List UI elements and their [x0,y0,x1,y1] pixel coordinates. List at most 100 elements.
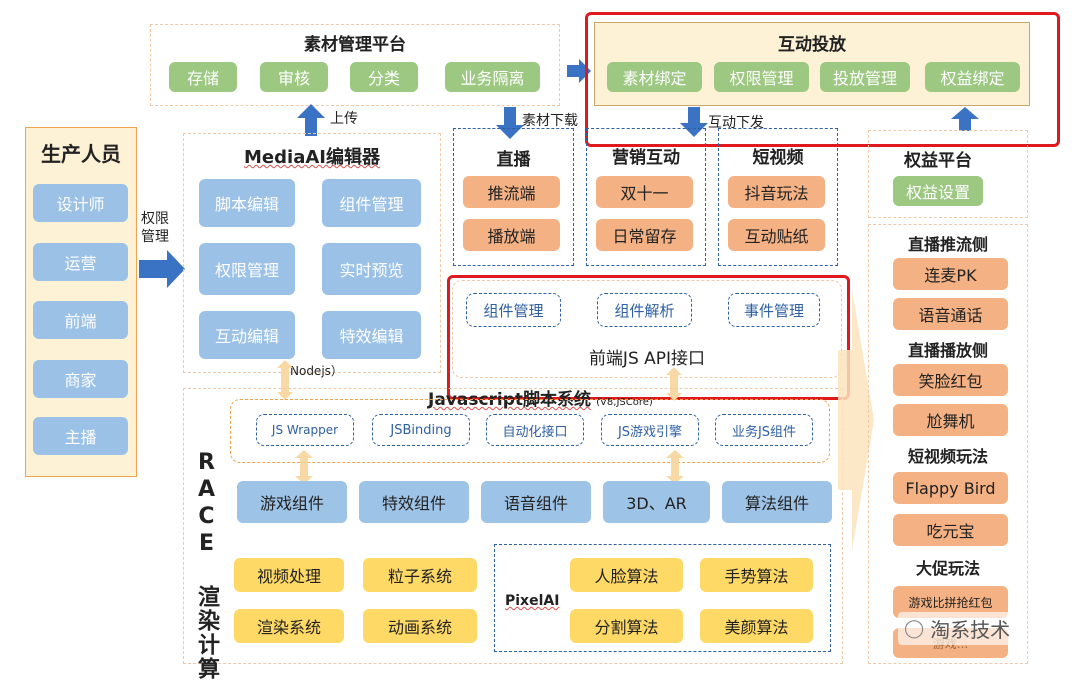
js-system-subtitle: (V8,JSCore) [596,397,653,408]
editor-title-text: MediaAI编辑器 [244,147,380,168]
pixelai-beauty: 美颜算法 [700,609,813,643]
race-panel [183,388,843,664]
material-storage: 存储 [169,62,237,92]
editor-title: MediaAI编辑器 [183,143,441,169]
pixelai-title-text: PixelAI [505,593,560,609]
material-isolation: 业务隔离 [445,62,540,92]
producer-merchant: 商家 [33,360,128,398]
js-system-panel [230,399,830,463]
race-render-system: 渲染系统 [234,609,344,643]
scenario-voice-call: 语音通话 [893,298,1008,330]
race-3d-ar: 3D、AR [603,481,710,523]
race-right-arrow [666,450,684,484]
race-left-arrow [295,450,313,484]
scenario-lianmai-pk: 连麦PK [893,258,1008,290]
wechat-icon: ◯ [904,618,925,639]
js-game-engine: JS游戏引擎 [601,414,699,446]
race-game-component: 游戏组件 [237,481,347,523]
producer-frontend: 前端 [33,301,128,339]
editor-effects: 特效编辑 [322,311,421,359]
material-classify: 分类 [350,62,418,92]
live-push: 推流端 [463,176,560,208]
upload-label: 上传 [330,111,358,127]
material-platform-title: 素材管理平台 [304,35,406,55]
producer-anchor: 主播 [33,417,128,455]
race-particle-system: 粒子系统 [363,558,477,592]
pixelai-title: PixelAI [505,590,559,609]
rights-panel [868,130,1028,218]
race-effects-component: 特效组件 [359,481,469,523]
downlink-label: 互动下发 [708,115,764,131]
pixelai-panel [494,544,831,652]
js-wrapper: JS Wrapper [256,414,354,446]
editor-panel [183,133,441,373]
js-binding: JSBinding [372,414,470,446]
delivery-management: 投放管理 [820,62,910,92]
live-play: 播放端 [463,219,560,251]
scenario-flappy-bird: Flappy Bird [893,472,1008,504]
producer-operation: 运营 [33,243,128,281]
rights-setting: 权益设置 [893,176,983,206]
race-algorithm-component: 算法组件 [722,481,832,523]
marketing-title: 营销互动 [612,148,680,168]
rights-up-arrow [951,107,979,131]
short-video-panel [718,128,838,266]
live-title: 直播 [496,150,531,170]
js-automation: 自动化接口 [486,414,584,446]
js-api-title: 前端JS API接口 [588,349,706,369]
pixelai-gesture: 手势算法 [700,558,813,592]
upload-arrow [297,104,325,136]
scenario-eat-yuanbao: 吃元宝 [893,514,1008,546]
js-api-highlight-frame [447,275,850,400]
delivery-bind-material: 素材绑定 [607,62,702,92]
js-api-component: 组件管理 [466,293,561,327]
editor-permission: 权限管理 [199,243,295,295]
scenario-promotion-title: 大促玩法 [915,559,980,578]
js-api-parse: 组件解析 [597,293,692,327]
delivery-permission: 权限管理 [714,62,809,92]
pixelai-face: 人脸算法 [570,558,683,592]
race-title: RACE 渲染计算 [193,450,223,681]
material-platform-panel [150,24,560,106]
scenario-live-play-title: 直播播放侧 [907,341,988,360]
js-api-panel [452,280,842,378]
editor-js-arrow [277,360,293,400]
scenarios-panel [868,224,1028,664]
producers-title: 生产人员 [41,142,121,166]
scenario-dance-machine: 尬舞机 [893,404,1008,436]
js-system-title-text: Javascript脚本系统 [428,390,592,410]
js-api-event: 事件管理 [728,293,820,327]
download-label: 素材下载 [522,113,578,129]
delivery-highlight-frame [585,12,1060,147]
marketing-retention: 日常留存 [596,219,693,251]
downlink-arrow [680,107,708,137]
short-video-douyin: 抖音玩法 [728,176,825,208]
permission-label: 权限 管理 [141,211,169,245]
scenario-short-video-title: 短视频玩法 [907,447,988,466]
editor-interactive: 互动编辑 [199,311,295,359]
short-video-title: 短视频 [752,148,804,168]
editor-nodejs: （Nodejs） [278,364,343,378]
scenario-live-push-title: 直播推流侧 [907,235,988,254]
js-system-title: Javascript脚本系统 (V8,JSCore) [428,385,653,410]
race-video-processing: 视频处理 [234,558,344,592]
editor-script: 脚本编辑 [199,179,295,227]
js-api-arrow [666,367,682,401]
race-to-scenarios-arrow [838,290,874,550]
marketing-double11: 双十一 [596,176,693,208]
js-business-component: 业务JS组件 [715,414,813,446]
marketing-panel [586,128,706,266]
producer-designer: 设计师 [33,184,128,222]
watermark-text: 淘系技术 [930,618,1011,642]
delivery-rights-binding: 权益绑定 [925,62,1020,92]
download-arrow [496,107,524,139]
race-animation-system: 动画系统 [363,609,477,643]
pixelai-segmentation: 分割算法 [570,609,683,643]
material-review: 审核 [260,62,328,92]
race-voice-component: 语音组件 [481,481,591,523]
delivery-title: 互动投放 [778,35,846,55]
race-title-text: RACE 渲染计算 [194,450,219,681]
watermark: ◯ 淘系技术 [898,612,1017,645]
editor-component: 组件管理 [322,179,421,227]
live-panel [453,128,574,266]
